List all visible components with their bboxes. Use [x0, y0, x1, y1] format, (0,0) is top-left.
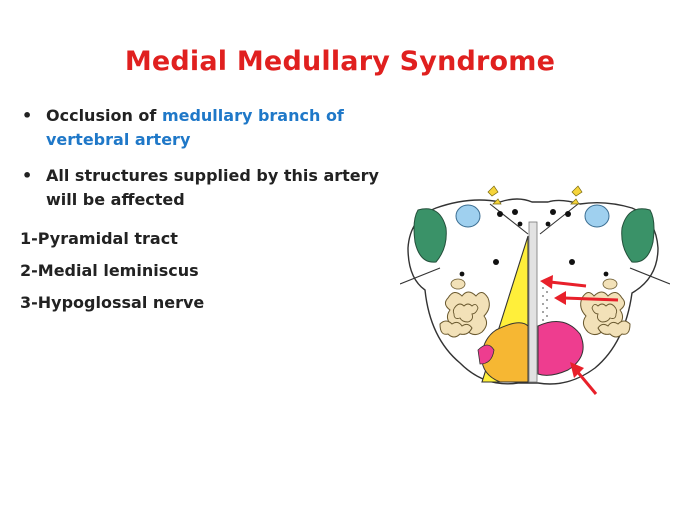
- left-olive-nucleus: [439, 291, 490, 338]
- black-dots: [459, 209, 609, 277]
- left-yellow-nerve-mark: [487, 185, 502, 205]
- left-small-nucleus: [450, 278, 466, 290]
- left-blue-nucleus: [455, 204, 481, 228]
- right-small-nucleus: [602, 278, 618, 290]
- fourth-ventricle-line: [489, 203, 579, 235]
- orange-pyramid-region: [481, 322, 529, 383]
- lateral-line: [400, 267, 670, 285]
- midline-raphe: [528, 221, 538, 383]
- bullet-text: Occlusion of: [46, 106, 162, 125]
- right-green-nucleus: [621, 208, 655, 263]
- right-yellow-nerve-mark: [570, 185, 583, 205]
- slide-title: Medial Medullary Syndrome: [124, 46, 556, 77]
- dotted-tract: [542, 287, 548, 321]
- left-green-nucleus: [413, 208, 447, 263]
- right-olive-nucleus: [580, 291, 631, 338]
- right-blue-nucleus: [584, 204, 610, 228]
- bullet-item: • Occlusion of medullary branch of verte…: [20, 104, 400, 152]
- numbered-item: 1-Pyramidal tract: [20, 229, 178, 248]
- numbered-item: 3-Hypoglossal nerve: [20, 293, 205, 312]
- numbered-list: 1-Pyramidal tract 2-Medial leminiscus 3-…: [20, 229, 380, 325]
- medulla-cross-section-diagram: [400, 185, 670, 395]
- bullet-item: • All structures supplied by this artery…: [20, 164, 400, 212]
- numbered-item: 2-Medial leminiscus: [20, 261, 199, 280]
- pink-pyramid-region: [537, 321, 584, 376]
- bullet-list: • Occlusion of medullary branch of verte…: [20, 104, 400, 224]
- bullet-text: All structures supplied by this artery w…: [46, 166, 379, 209]
- pink-left-lobe: [477, 344, 495, 365]
- red-arrows: [540, 275, 619, 395]
- bullet-dot-icon: •: [22, 106, 33, 125]
- bullet-highlight-text: medullary branch of vertebral artery: [46, 106, 344, 149]
- bullet-dot-icon: •: [22, 166, 33, 185]
